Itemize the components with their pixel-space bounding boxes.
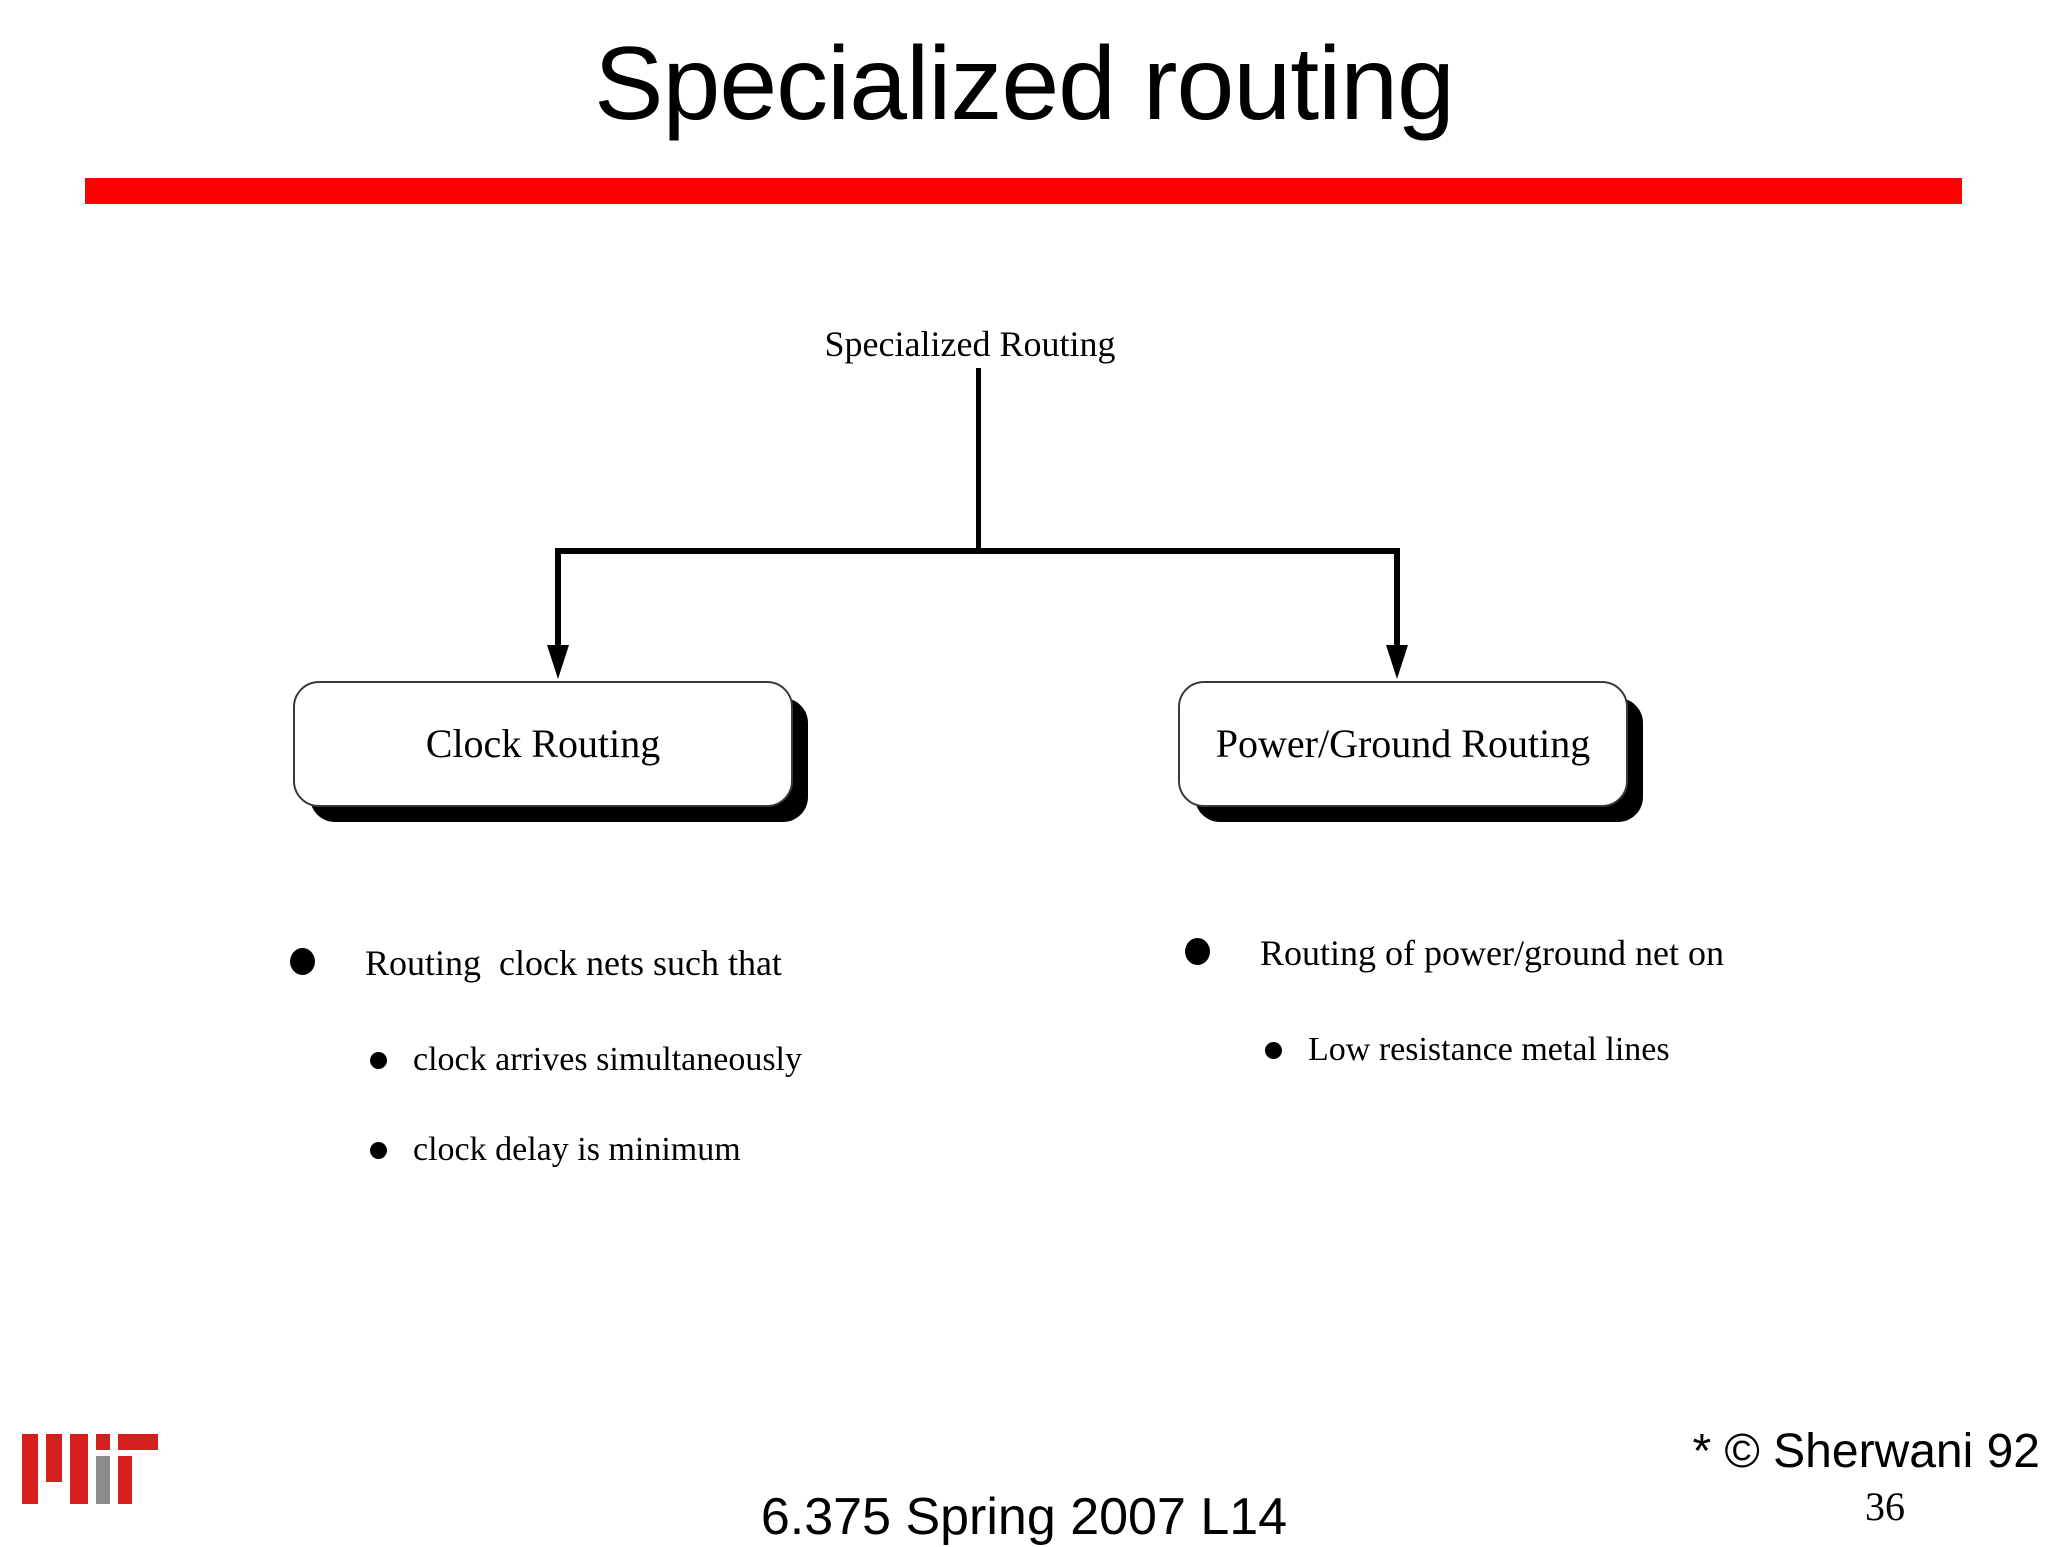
list-item-label: Routing clock nets such that bbox=[365, 943, 782, 983]
arrowhead-left-icon bbox=[547, 645, 569, 679]
mit-logo-bar bbox=[22, 1434, 38, 1504]
list-item: Routing of power/ground net on bbox=[1185, 930, 1965, 976]
list-item-label: clock delay is minimum bbox=[413, 1131, 741, 1168]
bullet-dot-icon bbox=[290, 948, 315, 975]
connector-horizontal-bar bbox=[555, 548, 1400, 554]
list-item-label: Low resistance metal lines bbox=[1308, 1031, 1670, 1068]
bullet-column-power-ground-routing: Routing of power/ground net on Low resis… bbox=[1185, 930, 1965, 1118]
page-title: Specialized routing bbox=[594, 26, 1455, 142]
bullet-dot-icon bbox=[370, 1142, 387, 1159]
page-number: 36 bbox=[1865, 1484, 1905, 1529]
list-item: clock arrives simultaneously bbox=[290, 1038, 1070, 1082]
arrowhead-right-icon bbox=[1386, 645, 1408, 679]
mit-logo-bar bbox=[118, 1434, 158, 1450]
title-rule-divider bbox=[85, 178, 1962, 204]
list-item-label: Routing of power/ground net on bbox=[1260, 933, 1724, 973]
mit-logo-bar bbox=[46, 1434, 62, 1482]
mit-logo-bar bbox=[70, 1434, 88, 1504]
diagram-root-label: Specialized Routing bbox=[824, 324, 1116, 364]
course-footer: 6.375 Spring 2007 L14 bbox=[760, 1488, 1288, 1546]
mit-logo-bar bbox=[96, 1456, 110, 1504]
list-item: Low resistance metal lines bbox=[1185, 1028, 1965, 1072]
list-item-label: clock arrives simultaneously bbox=[413, 1041, 803, 1078]
mit-logo-bar bbox=[96, 1434, 110, 1450]
bullet-dot-icon bbox=[370, 1052, 387, 1069]
node-clock-routing-label: Clock Routing bbox=[425, 721, 661, 766]
node-power-ground-routing-label: Power/Ground Routing bbox=[1215, 721, 1591, 766]
node-clock-routing: Clock Routing bbox=[293, 681, 793, 807]
list-item: clock delay is minimum bbox=[290, 1128, 1070, 1172]
mit-logo-bar bbox=[118, 1456, 132, 1504]
connector-branch-right bbox=[1394, 548, 1400, 660]
node-power-ground-routing: Power/Ground Routing bbox=[1178, 681, 1628, 807]
bullet-dot-icon bbox=[1265, 1042, 1282, 1059]
connector-stem-vertical bbox=[976, 368, 981, 550]
mit-logo bbox=[22, 1434, 158, 1504]
bullet-dot-icon bbox=[1185, 938, 1210, 965]
bullet-column-clock-routing: Routing clock nets such that clock arriv… bbox=[290, 940, 1070, 1218]
list-item: Routing clock nets such that bbox=[290, 940, 1070, 986]
source-credit: * © Sherwani 92 bbox=[1692, 1425, 2040, 1478]
connector-branch-left bbox=[555, 548, 561, 660]
